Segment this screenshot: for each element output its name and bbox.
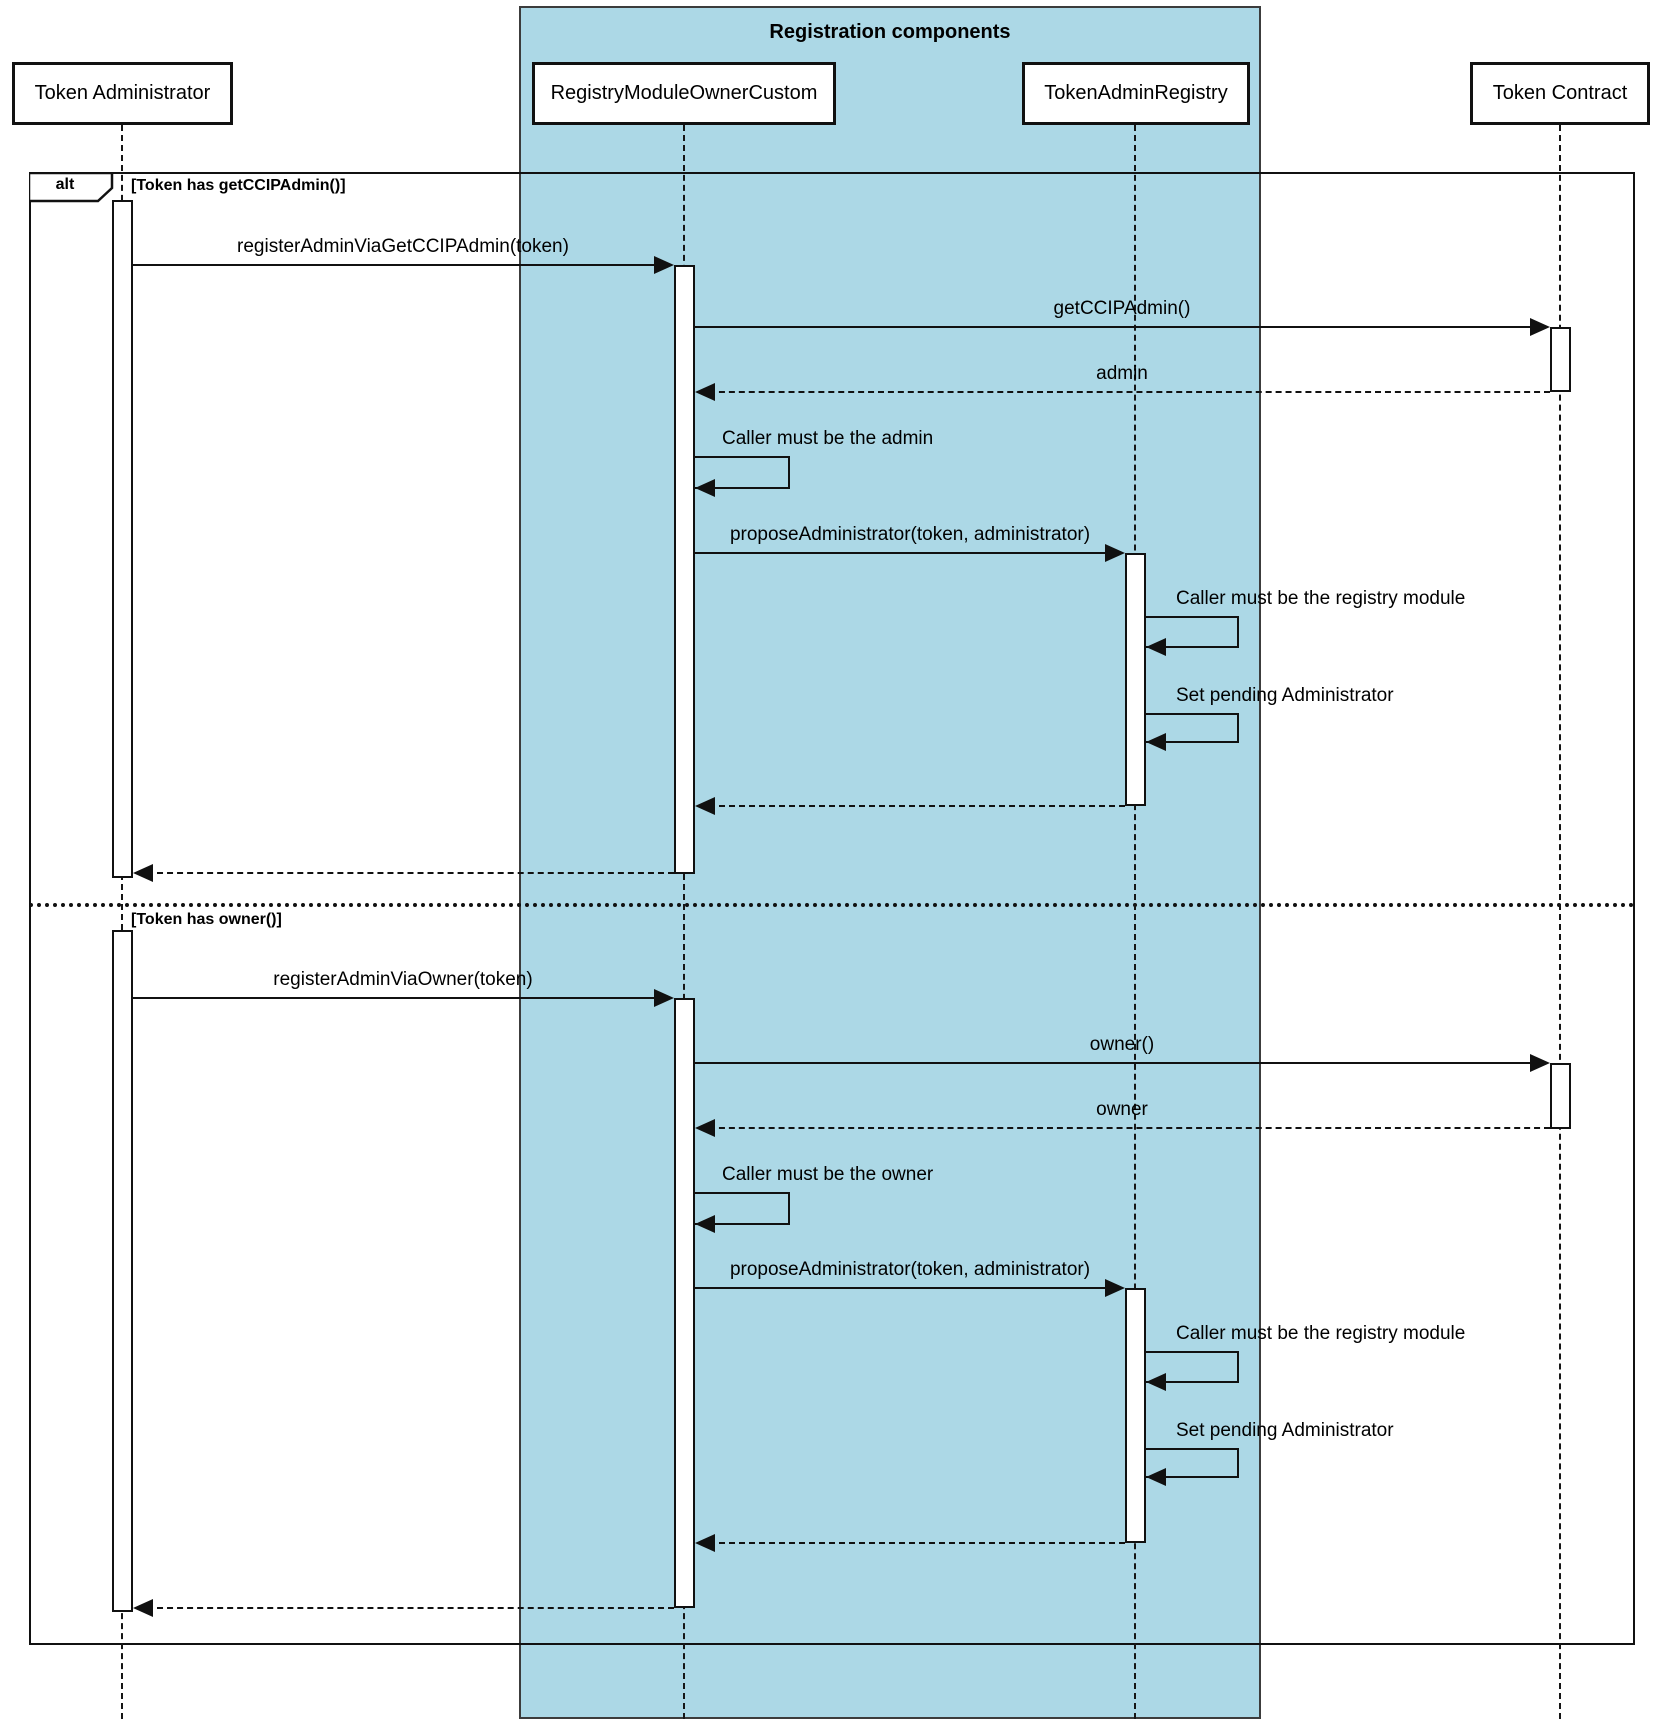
self-message-loop	[695, 456, 790, 489]
message-arrow-line	[133, 997, 660, 999]
alt-operator-label: alt	[55, 176, 75, 193]
arrowhead-icon	[1105, 544, 1125, 562]
self-message-loop	[1146, 616, 1239, 648]
arrowhead-icon	[654, 256, 674, 274]
lifeline	[683, 125, 685, 1719]
message-arrow-line	[695, 552, 1111, 554]
lifeline	[1559, 125, 1561, 1719]
message-arrow-line	[695, 1062, 1536, 1064]
arrowhead-icon	[1146, 1373, 1166, 1391]
message-label: registerAdminViaOwner(token)	[273, 969, 533, 990]
activation-bar	[1125, 553, 1146, 806]
self-message-label: Caller must be the owner	[722, 1164, 934, 1185]
participant-registry-module-owner-custom: RegistryModuleOwnerCustom	[532, 62, 836, 125]
lifeline	[121, 125, 123, 1719]
guard-token-has-getccipadmin: [Token has getCCIPAdmin()]	[131, 177, 346, 194]
participant-label: TokenAdminRegistry	[1044, 82, 1228, 104]
return-arrow-line	[709, 391, 1550, 393]
arrowhead-icon	[1105, 1279, 1125, 1297]
self-message-label: Caller must be the admin	[722, 428, 934, 449]
arrowhead-icon	[1146, 733, 1166, 751]
return-arrow-line	[709, 1542, 1125, 1544]
alt-divider	[29, 903, 1635, 907]
return-arrow-line	[147, 1607, 674, 1609]
self-message-loop	[1146, 1351, 1239, 1383]
participant-label: Token Contract	[1492, 82, 1628, 104]
arrowhead-icon	[133, 1599, 153, 1617]
arrowhead-icon	[695, 1215, 715, 1233]
self-message-loop	[1146, 713, 1239, 743]
activation-bar	[1125, 1288, 1146, 1543]
arrowhead-icon	[1146, 638, 1166, 656]
arrowhead-icon	[695, 383, 715, 401]
participant-token-admin-registry: TokenAdminRegistry	[1022, 62, 1250, 125]
container-title: Registration components	[769, 21, 1011, 43]
message-label: owner	[1096, 1099, 1148, 1120]
alt-operator-pentagon	[29, 172, 114, 203]
participant-label: Token Administrator	[34, 82, 211, 104]
self-message-loop	[1146, 1448, 1239, 1478]
arrowhead-icon	[1146, 1468, 1166, 1486]
self-message-label: Caller must be the registry module	[1176, 1323, 1466, 1344]
arrowhead-icon	[1530, 318, 1550, 336]
message-label: getCCIPAdmin()	[1053, 298, 1191, 319]
return-arrow-line	[709, 805, 1125, 807]
self-message-label: Caller must be the registry module	[1176, 588, 1466, 609]
activation-bar	[674, 265, 695, 874]
message-label: registerAdminViaGetCCIPAdmin(token)	[237, 236, 569, 257]
arrowhead-icon	[1530, 1054, 1550, 1072]
arrowhead-icon	[695, 1119, 715, 1137]
message-label: owner()	[1089, 1034, 1155, 1055]
self-message-label: Set pending Administrator	[1176, 685, 1394, 706]
activation-bar	[1550, 327, 1571, 392]
message-arrow-line	[695, 326, 1536, 328]
activation-bar	[1550, 1063, 1571, 1129]
message-arrow-line	[695, 1287, 1111, 1289]
message-label: proposeAdministrator(token, administrato…	[729, 524, 1091, 545]
arrowhead-icon	[695, 1534, 715, 1552]
return-arrow-line	[709, 1127, 1550, 1129]
arrowhead-icon	[695, 797, 715, 815]
participant-token-contract: Token Contract	[1470, 62, 1650, 125]
message-label: proposeAdministrator(token, administrato…	[729, 1259, 1091, 1280]
participant-label: RegistryModuleOwnerCustom	[550, 82, 818, 104]
message-label: admin	[1096, 363, 1148, 384]
lifeline	[1134, 125, 1136, 1719]
activation-bar	[674, 998, 695, 1608]
self-message-loop	[695, 1192, 790, 1225]
arrowhead-icon	[133, 864, 153, 882]
activation-bar	[112, 930, 133, 1612]
arrowhead-icon	[695, 479, 715, 497]
return-arrow-line	[147, 872, 674, 874]
alt-frame	[29, 172, 1635, 1645]
participant-token-administrator: Token Administrator	[12, 62, 233, 125]
activation-bar	[112, 200, 133, 878]
self-message-label: Set pending Administrator	[1176, 1420, 1394, 1441]
guard-token-has-owner: [Token has owner()]	[131, 911, 282, 928]
message-arrow-line	[133, 264, 660, 266]
arrowhead-icon	[654, 989, 674, 1007]
